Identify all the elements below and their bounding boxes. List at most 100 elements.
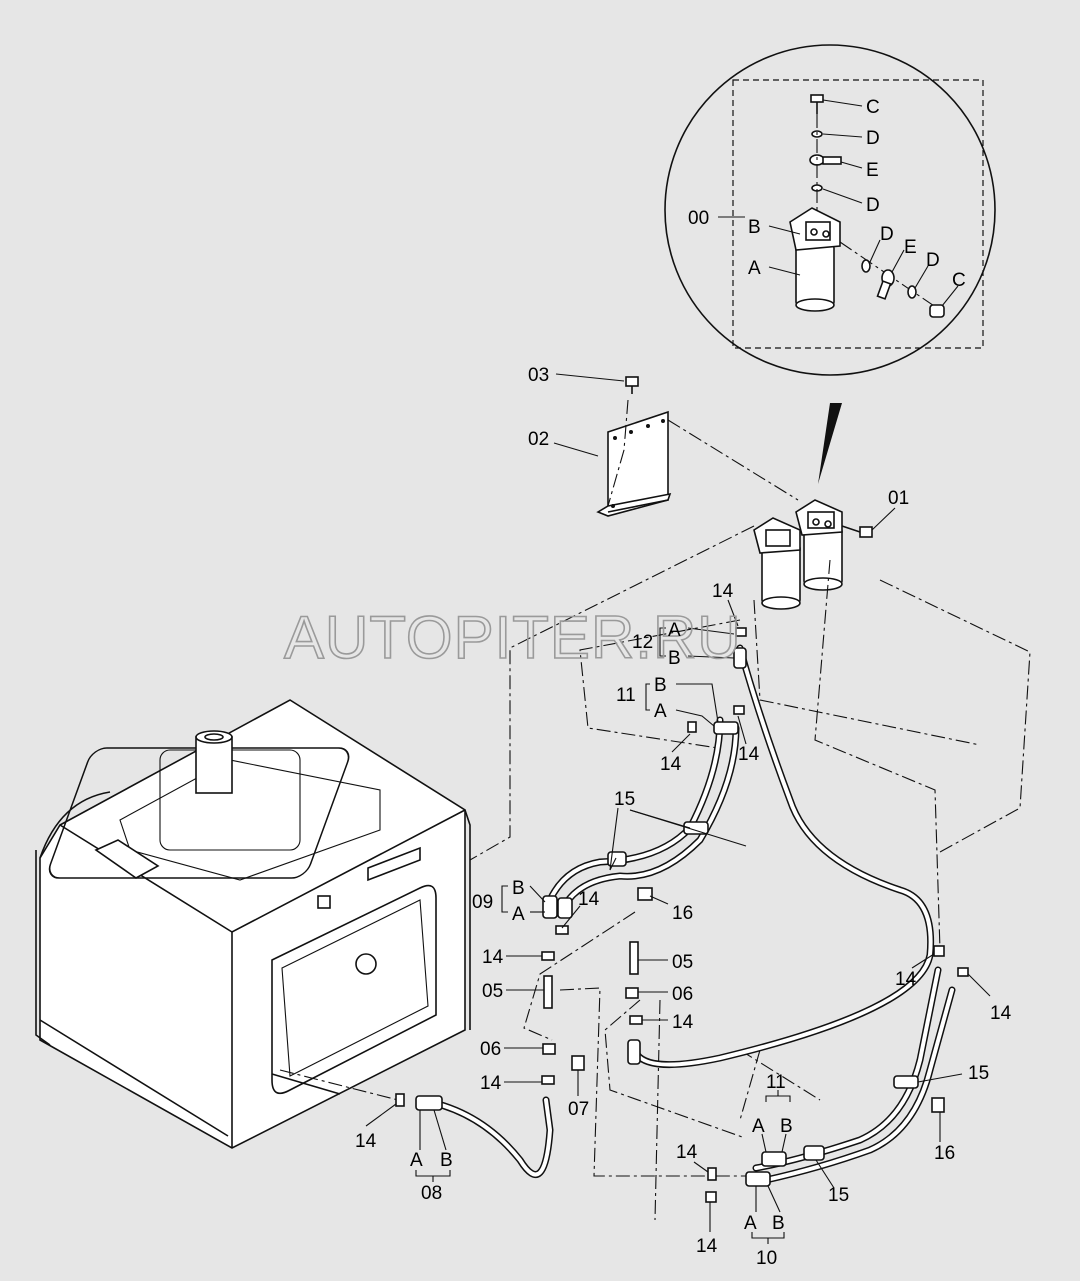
callout-pointer: [818, 403, 842, 484]
clamp-15-c: [893, 1075, 919, 1089]
detail-callout: [664, 44, 996, 484]
bolt-01: [841, 507, 896, 538]
label-11-a: A: [654, 701, 667, 722]
hose-end-11-lower: [761, 1151, 787, 1167]
clip-14-i: [933, 945, 945, 957]
label-14-f: 14: [672, 1012, 694, 1033]
hose-end-08: [415, 1095, 443, 1111]
label-14-a: 14: [712, 581, 734, 602]
label-02: 02: [528, 429, 549, 450]
clip-14-a: [735, 627, 747, 637]
label-12: 12: [632, 632, 653, 653]
label-d-side: D: [880, 224, 894, 245]
label-11-b: B: [654, 675, 667, 696]
label-10-b: B: [772, 1213, 785, 1234]
watermark: AUTOPITER.RU: [284, 604, 742, 671]
label-16-b: 16: [934, 1143, 955, 1164]
label-12-a: A: [668, 620, 681, 641]
label-c-side: C: [952, 270, 966, 291]
label-11: 11: [616, 685, 636, 706]
side-eye-joint-e: [876, 249, 905, 300]
label-07: 07: [568, 1099, 589, 1120]
clamp-15-d: [803, 1145, 825, 1161]
bolt-03: [555, 373, 639, 394]
label-08: 08: [421, 1183, 442, 1204]
label-assembly-a: A: [748, 258, 761, 279]
fitting-06-a: [625, 987, 639, 999]
clip-14-g: [541, 1075, 555, 1085]
fuel-filters-01: [753, 499, 843, 610]
clip-14-f: [629, 1015, 643, 1025]
label-e-side: E: [904, 237, 917, 258]
label-14-i: 14: [895, 969, 917, 990]
seal-d-second: [811, 184, 863, 204]
bolt-c-top: [810, 94, 863, 114]
label-d-side2: D: [926, 250, 940, 271]
clip-14-c: [733, 705, 745, 715]
bolt-16-b: [931, 1097, 945, 1113]
label-05-a: 05: [482, 981, 503, 1002]
detail-circle: [664, 44, 996, 376]
label-15-c: 15: [828, 1185, 849, 1206]
label-09: 09: [472, 892, 493, 913]
side-seal-d2: [907, 265, 929, 299]
clip-14-h: [395, 1093, 405, 1107]
seal-d-top: [811, 130, 863, 138]
label-01: 01: [888, 488, 909, 509]
clip-14-b: [687, 721, 697, 733]
label-14-b: 14: [660, 754, 682, 775]
label-11-lower: 11: [766, 1072, 786, 1093]
label-assembly-b: B: [748, 217, 761, 238]
pipe-05-b: [629, 941, 639, 975]
label-03: 03: [528, 365, 549, 386]
label-05-b: 05: [672, 952, 693, 973]
label-15-b: 15: [968, 1063, 989, 1084]
label-14-l: 14: [696, 1236, 718, 1257]
bolt-16-a: [637, 887, 653, 901]
side-seal-d: [861, 239, 881, 273]
clip-14-j: [957, 967, 969, 977]
hose-end-10: [745, 1171, 771, 1187]
label-10: 10: [756, 1248, 777, 1269]
label-14-h: 14: [355, 1131, 377, 1152]
label-14-e: 14: [482, 947, 504, 968]
clip-14-l: [705, 1191, 717, 1203]
clip-14-k: [707, 1167, 717, 1181]
filter-element-a: [795, 244, 835, 306]
label-09-b: B: [512, 878, 525, 899]
label-09-a: A: [512, 904, 525, 925]
part-labels: C D E D 00 B A D E D C 03 02 01 14 12 A …: [355, 97, 1012, 1269]
clip-14-e: [541, 951, 555, 961]
label-06-b: 06: [480, 1039, 501, 1060]
label-11-lower-a: A: [752, 1116, 765, 1137]
label-08-a: A: [410, 1150, 423, 1171]
hose-end-09b: [557, 897, 573, 919]
hose-end-09a: [542, 895, 558, 919]
label-c-top: C: [866, 97, 880, 118]
label-08-b: B: [440, 1150, 453, 1171]
bracket-02: [553, 399, 799, 517]
label-16-a: 16: [672, 903, 693, 924]
filter-assembly-detail: [789, 207, 841, 312]
label-d-top: D: [866, 128, 880, 149]
bolt-07: [571, 1055, 585, 1071]
label-14-d: 14: [578, 889, 600, 910]
label-14-j: 14: [990, 1003, 1012, 1024]
label-d-second: D: [866, 195, 880, 216]
leader-lines: [365, 599, 991, 1244]
label-15-a: 15: [614, 789, 635, 810]
hose-end-11: [713, 721, 739, 735]
fitting-06-b: [542, 1043, 556, 1055]
label-12-b: B: [668, 648, 681, 669]
clamp-15-a: [683, 821, 709, 835]
label-assembly-00: 00: [688, 208, 709, 229]
hoses: [416, 644, 956, 1184]
clip-14-d: [555, 925, 569, 935]
label-14-g: 14: [480, 1073, 502, 1094]
clamp-15-b: [607, 851, 627, 867]
small-parts: [395, 627, 969, 1203]
eye-joint-e-top: [809, 154, 863, 169]
assembly-00-box: [732, 79, 984, 349]
label-06-a: 06: [672, 984, 693, 1005]
